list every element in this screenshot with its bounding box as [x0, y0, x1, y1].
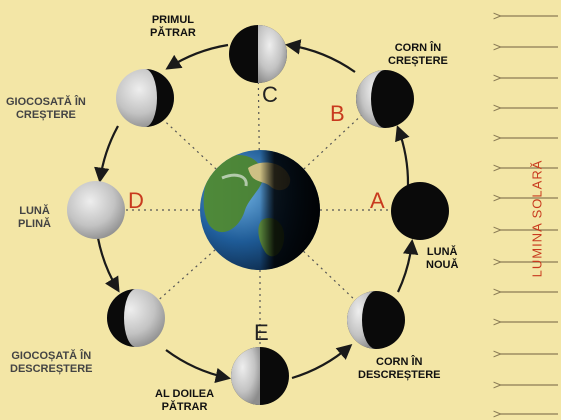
moon-full	[67, 181, 125, 239]
letter-d: D	[128, 190, 144, 212]
letter-a: A	[370, 190, 385, 212]
label-first-quarter: PRIMUL PĂTRAR	[150, 14, 196, 40]
sunlight-label: LUMINA SOLARĂ	[514, 148, 560, 288]
letter-c: C	[262, 84, 278, 106]
label-waning-crescent: CORN ÎN DESCREȘTERE	[358, 356, 441, 382]
moon-waning-crescent	[347, 291, 405, 349]
earth	[200, 150, 320, 270]
moon-first-quarter	[229, 25, 287, 83]
moon-waxing-gibbous	[116, 69, 174, 127]
moon-last-quarter	[231, 347, 289, 405]
moon-waning-gibbous	[107, 289, 165, 347]
label-full-moon: LUNĂ PLINĂ	[18, 205, 51, 231]
label-waxing-crescent: CORN ÎN CREȘTERE	[388, 42, 448, 68]
letter-e: E	[254, 322, 269, 344]
letter-b: B	[330, 103, 345, 125]
label-waxing-gibbous: GIOCOSATĂ ÎN CREȘTERE	[6, 96, 86, 122]
moon-new	[391, 182, 449, 240]
label-new-moon: LUNĂ NOUĂ	[426, 246, 458, 272]
moon-waxing-crescent	[356, 70, 414, 128]
label-waning-gibbous: GIOCOȘATĂ ÎN DESCREȘTERE	[10, 350, 93, 376]
label-last-quarter: AL DOILEA PĂTRAR	[155, 388, 214, 414]
